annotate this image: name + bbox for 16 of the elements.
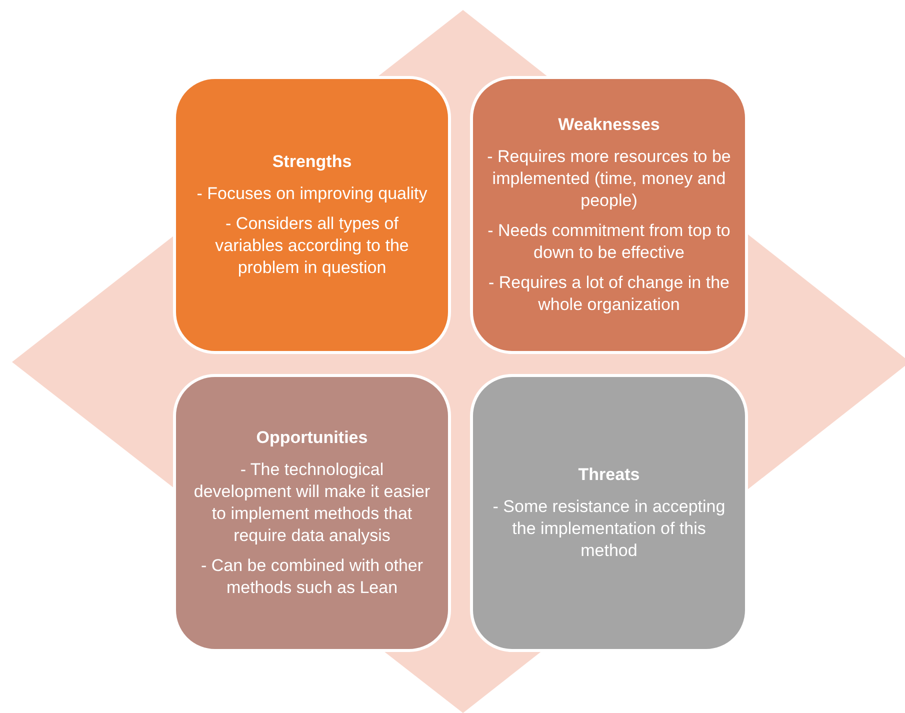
bullet-text: - Can be combined with other methods such as Lean (200, 555, 424, 600)
quadrant-card (173, 76, 451, 354)
bullet-text: - Considers all types of variables according to the problem in question (214, 212, 410, 280)
bullet-text: - Some resistance in accepting the implementation of this method (492, 496, 726, 562)
bullet-text: - Focuses on improving quality (196, 182, 428, 205)
bullet-text: - Requires a lot of change in the whole organization (488, 272, 730, 316)
quadrant-card (470, 374, 748, 652)
card-heading: Opportunities (256, 426, 368, 449)
card-heading: Weaknesses (558, 114, 660, 136)
bullet-text: - The technological development will make it easier to implement methods that require data analysis (192, 458, 432, 548)
bullet-text: - Requires more resources to be implemented (time, money and people) (487, 146, 731, 212)
quadrant-card (470, 76, 748, 354)
bullet-text: - Needs commitment from top to down to be effective (487, 220, 731, 264)
card-heading: Strengths (272, 150, 352, 173)
card-heading: Threats (578, 464, 640, 486)
quadrant-card (173, 374, 451, 652)
